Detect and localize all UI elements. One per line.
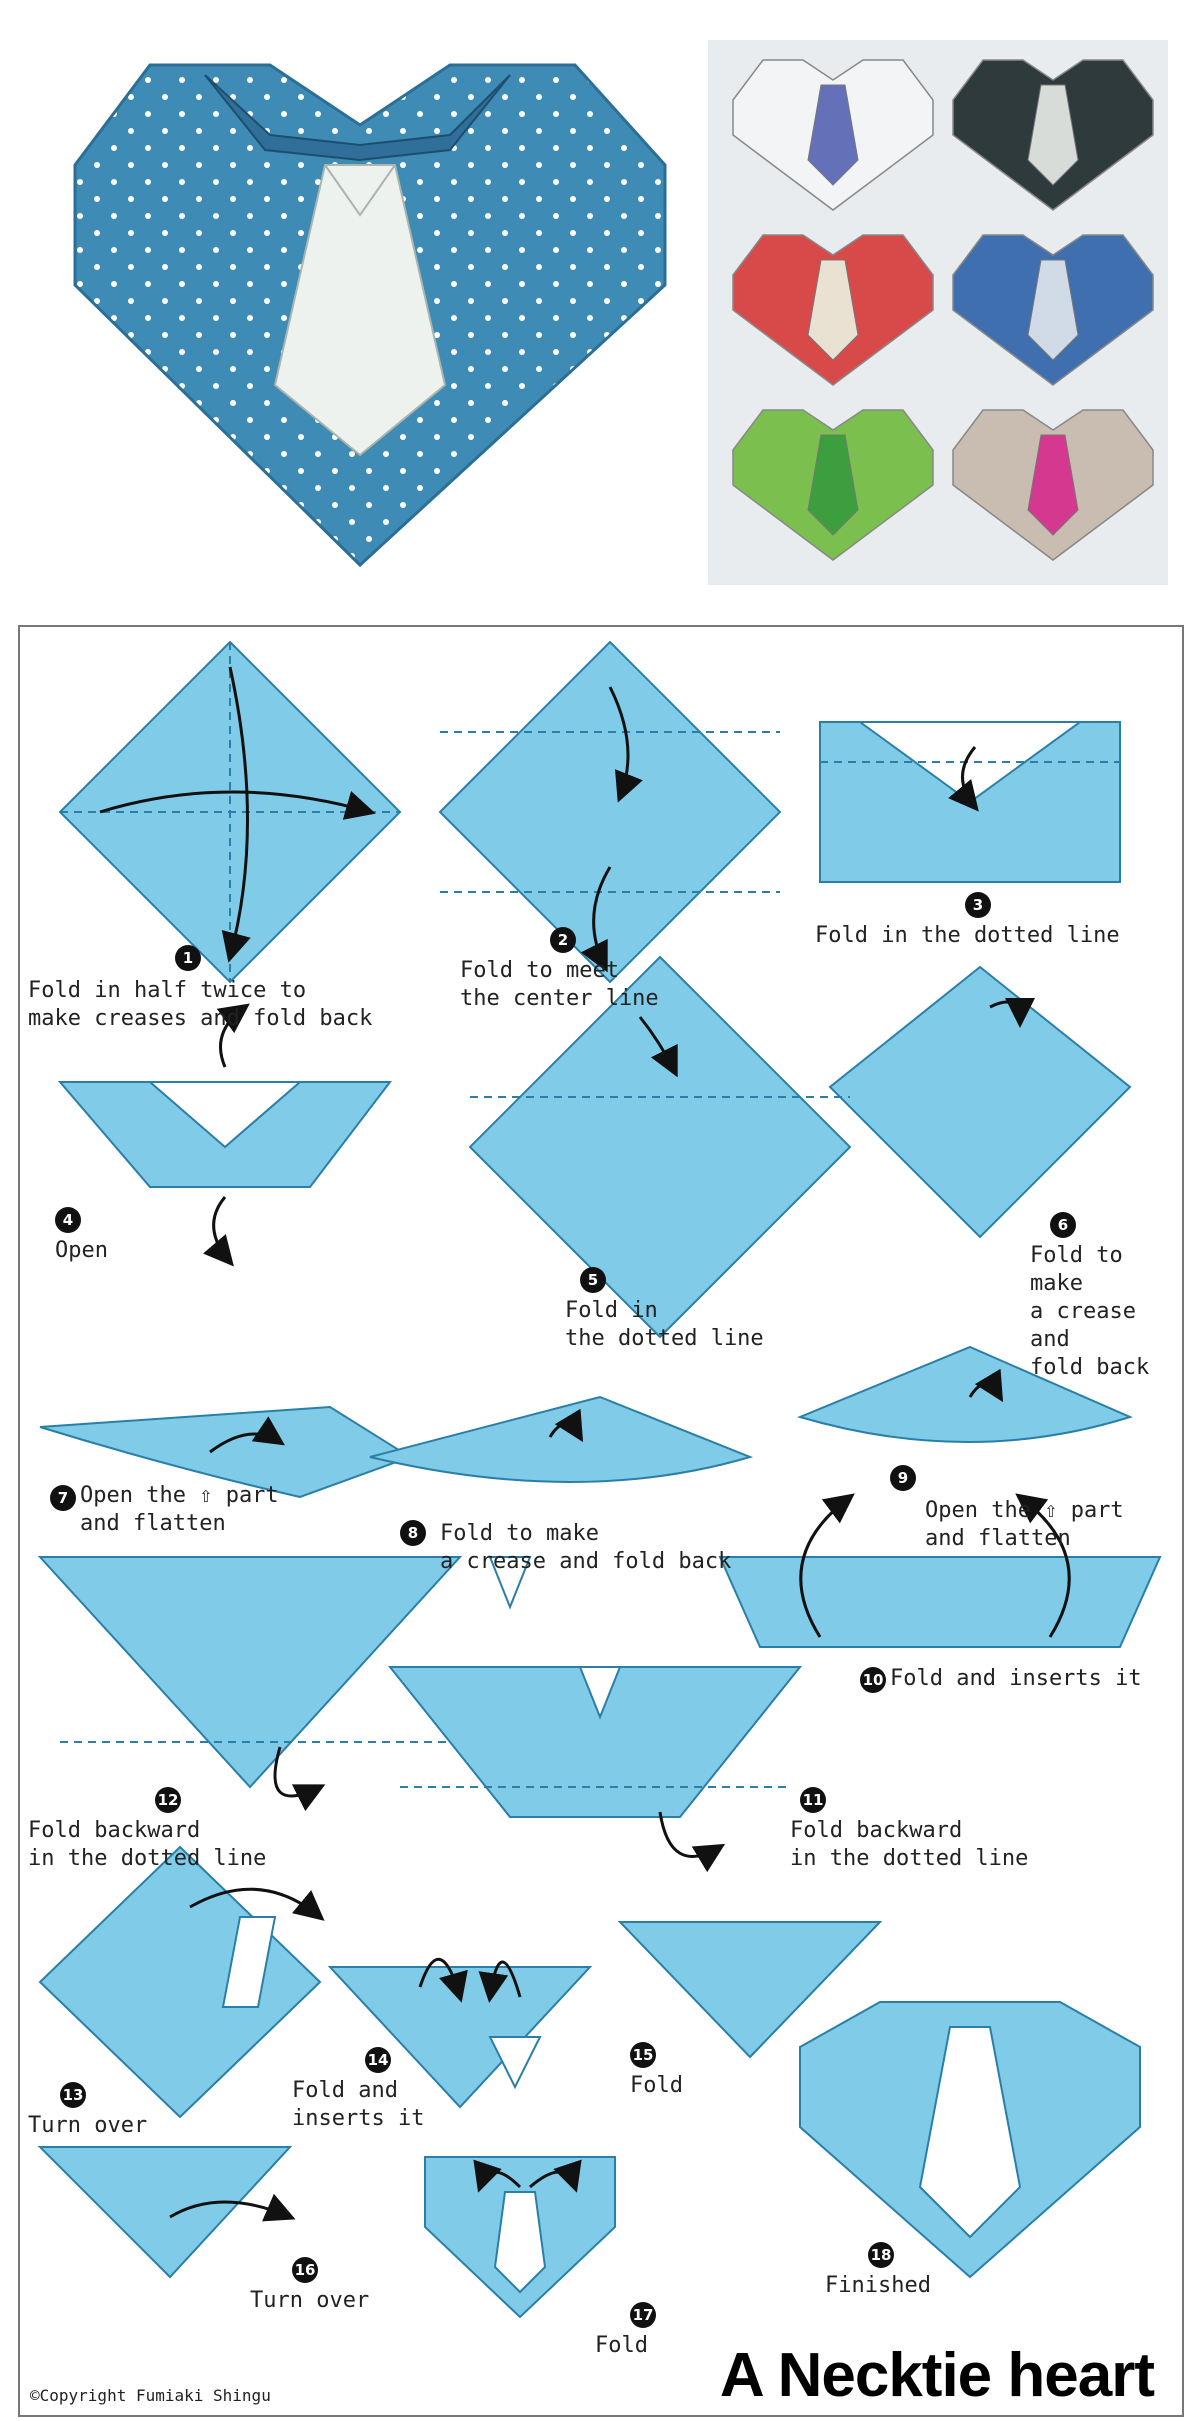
step-15-number: 15	[630, 2042, 656, 2068]
step-13-diagram	[38, 1845, 322, 2119]
step-16-diagram	[37, 2146, 293, 2279]
step-2-number: 2	[550, 927, 576, 953]
step-6-label: Fold to make a crease and fold back	[1030, 1243, 1150, 1380]
step-9-label: Open the ⇧ part and flatten	[925, 1498, 1124, 1551]
step-8-label: Fold to make a crease and fold back	[440, 1521, 732, 1574]
step-3-label: Fold in the dotted line	[815, 923, 1120, 948]
color-variations-photo	[708, 40, 1168, 585]
step-4-label: Open	[55, 1238, 108, 1263]
step-12-diagram	[37, 1556, 463, 1789]
step-18-number: 18	[868, 2242, 894, 2268]
step-2-diagram	[438, 640, 782, 984]
step-1-label: Fold in half twice to make creases and f…	[28, 978, 373, 1031]
step-14-number: 14	[365, 2047, 391, 2073]
step-14-label: Fold and inserts it	[292, 2078, 425, 2131]
heart-variation-tie	[807, 84, 859, 186]
finished-heart-photo	[55, 55, 675, 575]
step-8-diagram	[369, 1395, 754, 1483]
step-7-number: 7	[50, 1485, 76, 1511]
heart-variation-tie	[807, 259, 859, 361]
step-11-diagram	[387, 1666, 803, 1818]
step-11-number: 11	[800, 1787, 826, 1813]
step-16-label: Turn over	[250, 2288, 370, 2313]
step-16-number: 16	[292, 2257, 318, 2283]
step-1-number: 1	[175, 945, 201, 971]
step-4-number: 4	[55, 1207, 81, 1233]
step-5-label: Fold in the dotted line	[565, 1298, 764, 1351]
step-10-diagram	[718, 1556, 1162, 1648]
step-6-diagram	[828, 965, 1132, 1239]
step-15-diagram	[617, 1921, 883, 2059]
step-7-diagram	[39, 1405, 413, 1499]
instructions-panel: 1 Fold in half twice to make creases and…	[18, 625, 1184, 2417]
heart-variation-tie	[807, 434, 859, 536]
step-9-number: 9	[890, 1465, 916, 1491]
heart-variation-tie	[1027, 434, 1079, 536]
step-15-label: Fold	[630, 2073, 683, 2098]
step-18-label: Finished	[825, 2273, 931, 2298]
step-17-label: Fold	[595, 2333, 648, 2358]
step-13-number: 13	[60, 2082, 86, 2108]
heart-variation-tie	[1027, 259, 1079, 361]
heart-variation-tie	[1027, 84, 1079, 186]
step-5-diagram	[468, 955, 852, 1339]
step-10-number: 10	[860, 1667, 886, 1693]
step-8-number: 8	[400, 1520, 426, 1546]
step-7-label: Open the ⇧ part and flatten	[80, 1483, 279, 1536]
step-6-number: 6	[1050, 1212, 1076, 1238]
step-12-label: Fold backward in the dotted line	[28, 1818, 267, 1871]
step-9-diagram	[796, 1345, 1133, 1443]
step-3-number: 3	[965, 892, 991, 918]
heart-variation-icon	[732, 59, 1154, 561]
step-11-label: Fold backward in the dotted line	[790, 1818, 1029, 1871]
step-13-label: Turn over	[28, 2113, 148, 2138]
step-5-number: 5	[580, 1267, 606, 1293]
step-2-label: Fold to meet the center line	[460, 958, 659, 1011]
step-17-number: 17	[630, 2302, 656, 2328]
step-12-number: 12	[155, 1787, 181, 1813]
copyright-text: ©Copyright Fumiaki Shingu	[30, 2386, 271, 2405]
step-10-label: Fold and inserts it	[890, 1666, 1142, 1691]
page-title: A Necktie heart	[719, 2341, 1155, 2410]
